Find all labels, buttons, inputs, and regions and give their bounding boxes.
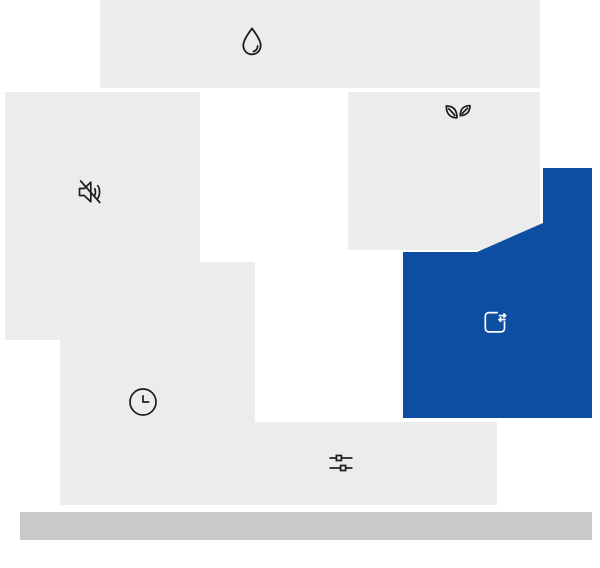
bottom-scrollbar-track[interactable]: [20, 512, 592, 540]
remote-transfer-icon: [478, 305, 512, 339]
sliders-icon: [324, 446, 358, 480]
tile-eco[interactable]: [348, 92, 540, 250]
eco-leaves-icon: [442, 95, 476, 129]
clock-icon: [126, 385, 160, 419]
water-drop-icon: [235, 25, 269, 59]
tile-settings[interactable]: [200, 422, 497, 505]
tile-water[interactable]: [100, 0, 540, 88]
volume-mute-icon: [72, 174, 108, 210]
